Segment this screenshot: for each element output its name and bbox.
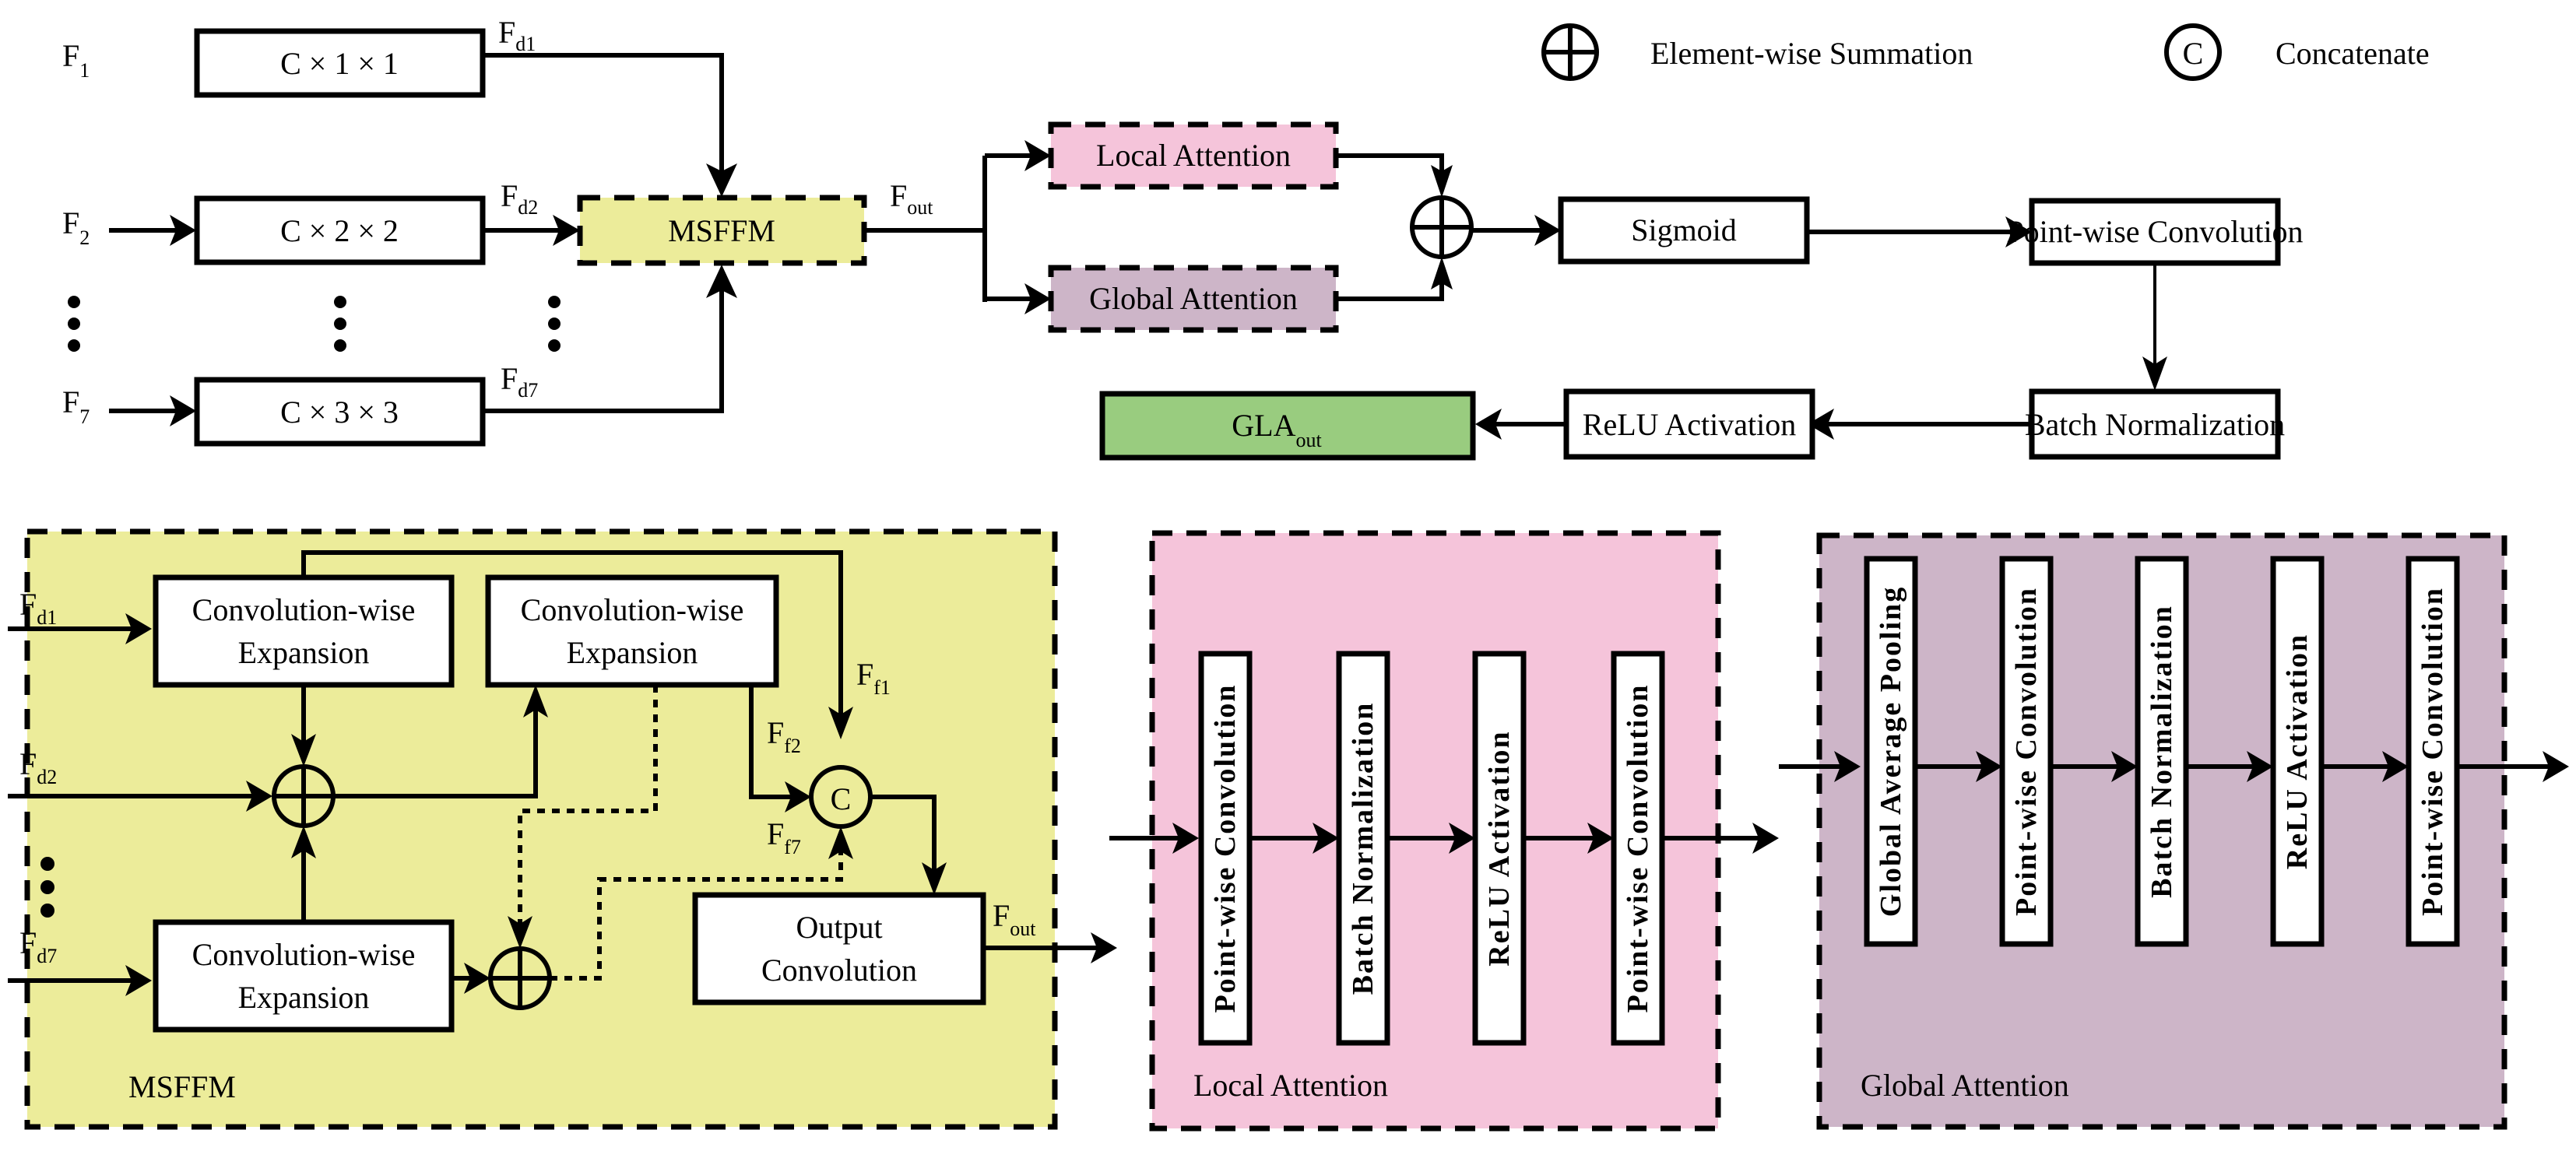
attention-block-label: ReLU Activation <box>1483 730 1516 966</box>
top-flow: F1 F2 F7 C × 1 × 1 C × 2 × 2 C × 3 × 3 F… <box>62 15 2304 461</box>
attention-block: Batch Normalization <box>1336 651 1390 1046</box>
attention-block: Batch Normalization <box>2135 556 2189 947</box>
msffm-panel-title: MSFFM <box>128 1069 236 1104</box>
output-conv-box: Output Convolution <box>692 892 986 1005</box>
svg-text:Global Attention: Global Attention <box>1089 281 1298 316</box>
legend-sum-label: Element-wise Summation <box>1650 36 1973 71</box>
svg-text:C: C <box>2183 36 2204 71</box>
conv-expansion-box-3: Convolution-wise Expansion <box>153 919 455 1033</box>
attention-block-label: Global Average Pooling <box>1875 586 1907 917</box>
pointwise-conv-box: Point-wise Convolution <box>2006 198 2304 266</box>
attention-block: Point-wise Convolution <box>1999 556 2054 947</box>
sum-symbol-icon <box>1541 23 1599 81</box>
kernel-box-2x2: C × 2 × 2 <box>194 195 486 265</box>
sum-node-2-icon <box>488 946 552 1010</box>
sum-node-icon <box>1410 195 1474 259</box>
input-f1-label: F1 <box>62 38 90 82</box>
local-attention-panel: Local Attention Point-wise Convolution Ba… <box>1109 530 1779 1132</box>
relu-box: ReLU Activation <box>1563 388 1815 460</box>
panel-fd2-label: Fd2 <box>19 746 57 788</box>
sigmoid-box: Sigmoid <box>1558 196 1810 265</box>
conv-expansion-box-1: Convolution-wise Expansion <box>153 574 455 688</box>
svg-text:Output: Output <box>796 910 882 945</box>
ff7-label: Ff7 <box>767 816 801 858</box>
svg-text:Convolution: Convolution <box>761 953 917 988</box>
svg-text:Expansion: Expansion <box>238 980 370 1015</box>
attention-block-label: Batch Normalization <box>2145 605 2178 898</box>
svg-text:ReLU Activation: ReLU Activation <box>1583 407 1796 442</box>
attention-block-label: Point-wise Convolution <box>2010 587 2043 916</box>
svg-text:Convolution-wise: Convolution-wise <box>521 592 744 627</box>
svg-text:Batch Normalization: Batch Normalization <box>2025 407 2285 442</box>
svg-text:Point-wise Convolution: Point-wise Convolution <box>2006 214 2303 249</box>
svg-text:C: C <box>831 781 852 816</box>
kernel-box-1x1: C × 1 × 1 <box>194 28 486 98</box>
kernel-box-3x3: C × 3 × 3 <box>194 377 486 447</box>
panel-fd7-label: Fd7 <box>19 925 57 967</box>
attention-block-label: Point-wise Convolution <box>1209 684 1242 1013</box>
attention-block: ReLU Activation <box>1472 651 1527 1046</box>
local-panel-title: Local Attention <box>1193 1068 1388 1103</box>
svg-text:C × 2 × 2: C × 2 × 2 <box>280 213 399 248</box>
attention-block-label: ReLU Activation <box>2281 633 2314 869</box>
conv-expansion-box-2: Convolution-wise Expansion <box>485 574 779 688</box>
attention-block-label: Batch Normalization <box>1347 702 1379 995</box>
attention-block: Global Average Pooling <box>1864 556 1918 947</box>
sum-node-1-icon <box>272 764 336 828</box>
ff1-label: Ff1 <box>856 657 891 699</box>
msffm-box: MSFFM <box>577 195 867 266</box>
input-f2-label: F2 <box>62 205 90 249</box>
attention-block: ReLU Activation <box>2270 556 2325 947</box>
fd1-label: Fd1 <box>498 15 536 55</box>
ellipsis-dots <box>40 857 54 918</box>
svg-text:C × 1 × 1: C × 1 × 1 <box>280 46 399 81</box>
local-attention-box: Local Attention <box>1048 121 1339 190</box>
legend: Element-wise Summation C Concatenate <box>1541 23 2430 81</box>
attention-block: Point-wise Convolution <box>2406 556 2460 947</box>
svg-text:GLAout: GLAout <box>1232 408 1322 451</box>
fout-label: Fout <box>890 178 933 219</box>
attention-block-label: Point-wise Convolution <box>2416 587 2449 916</box>
gla-out-box: GLAout <box>1099 391 1476 461</box>
global-attention-panel: Global Attention Global Average Pooling P… <box>1779 532 2569 1130</box>
attention-block: Point-wise Convolution <box>1198 651 1253 1046</box>
svg-text:Local Attention: Local Attention <box>1096 138 1291 173</box>
ff2-label: Ff2 <box>767 715 801 757</box>
global-attention-box: Global Attention <box>1048 265 1339 333</box>
attention-block-label: Point-wise Convolution <box>1622 684 1654 1013</box>
fd7-label: Fd7 <box>501 361 538 402</box>
attention-block: Point-wise Convolution <box>1611 651 1665 1046</box>
panel-fd1-label: Fd1 <box>19 587 57 629</box>
global-panel-title: Global Attention <box>1861 1068 2069 1103</box>
svg-text:Convolution-wise: Convolution-wise <box>192 592 416 627</box>
batch-norm-box: Batch Normalization <box>2025 388 2285 460</box>
concat-symbol-icon: C <box>2164 23 2222 81</box>
svg-text:Sigmoid: Sigmoid <box>1631 212 1737 247</box>
svg-text:Expansion: Expansion <box>567 635 698 670</box>
fd2-label: Fd2 <box>501 178 538 219</box>
panel-fout-label: Fout <box>993 898 1036 940</box>
svg-text:MSFFM: MSFFM <box>668 213 775 248</box>
svg-text:C × 3 × 3: C × 3 × 3 <box>280 395 399 430</box>
ellipsis-dots <box>68 296 561 352</box>
legend-concat-label: Concatenate <box>2276 36 2430 71</box>
svg-text:Convolution-wise: Convolution-wise <box>192 937 416 972</box>
svg-text:Expansion: Expansion <box>238 635 370 670</box>
input-f7-label: F7 <box>62 384 90 428</box>
msffm-panel: MSFFM Fd1 Fd2 Fd7 Convolution-wise Expan… <box>8 528 1117 1130</box>
